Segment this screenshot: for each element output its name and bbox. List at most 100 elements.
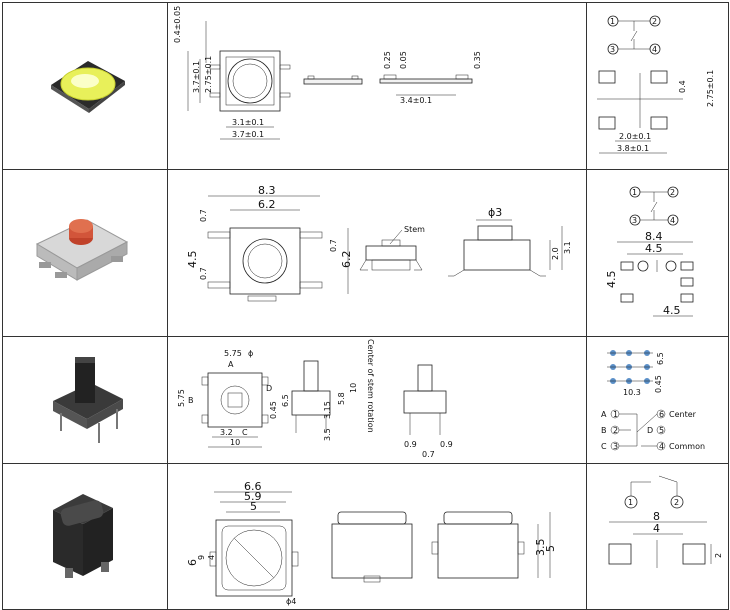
dim-pin-b: 0.9 <box>440 440 453 449</box>
dim-top-width: 5.75 <box>224 349 242 358</box>
dimension-drawing-1: 0.4±0.05 3.7±0.1 2.75±0.1 3.1±0.1 3.7±0.… <box>173 6 482 140</box>
label-c: C <box>242 428 248 437</box>
stem-label: Stem <box>404 225 425 234</box>
circuit-cell: 6.5 10.3 0.45 A B C D 1 2 3 4 5 6 Center… <box>586 336 729 464</box>
pin-c-label: C <box>601 442 607 451</box>
dim-pad-spacing: 4 <box>207 555 216 560</box>
dimension-cell: 6.6 5.9 5 6 9 4 ϕ4 <box>167 463 587 610</box>
spec-row-3: 5.75 ϕ A B D 5.75 6.5 0.45 3.2 C 10 <box>2 336 729 464</box>
terminal-3: 3 <box>632 216 637 225</box>
terminal-2: 2 <box>674 498 679 507</box>
pin-1-label: 1 <box>613 410 618 419</box>
pin-d-label: D <box>647 426 653 435</box>
dim-overall-width: 8.3 <box>258 184 276 197</box>
dim-right-height: 6.5 <box>281 394 290 407</box>
dim-button-width: 5 <box>250 500 257 513</box>
circuit-cell: 1 2 3 4 8.4 4.5 4.5 4.5 <box>586 169 729 337</box>
product-photo-yellow-switch <box>51 61 125 113</box>
footprint-pad-spacing: 4.5 <box>645 242 663 255</box>
dimension-cell: 8.3 6.2 0.7 4.5 0.7 0.7 6.2 Stem <box>167 169 587 337</box>
pin-b-label: B <box>601 426 607 435</box>
dim-side-height: 3.7±0.1 <box>192 61 201 93</box>
photo-cell <box>2 2 168 170</box>
dim-width-outer: 3.7±0.1 <box>232 130 264 139</box>
dim-button-diameter: ϕ4 <box>286 597 296 606</box>
footprint-row-pitch: 6.5 <box>656 352 665 365</box>
center-of-stem-note: Center of stem rotation <box>366 339 375 433</box>
dimension-drawing-4: 6.6 5.9 5 6 9 4 ϕ4 <box>186 480 557 606</box>
pin-6-label: 6 <box>659 410 664 419</box>
dim-pin-a: 0.9 <box>404 440 417 449</box>
spec-row-2: 8.3 6.2 0.7 4.5 0.7 0.7 6.2 Stem <box>2 169 729 337</box>
spec-row-1: 0.4±0.05 3.7±0.1 2.75±0.1 3.1±0.1 3.7±0.… <box>2 2 729 170</box>
footprint-pad-height: 2 <box>714 553 723 558</box>
terminal-3: 3 <box>610 45 615 54</box>
dimension-cell: 5.75 ϕ A B D 5.75 6.5 0.45 3.2 C 10 <box>167 336 587 464</box>
dim-side-height: 3.5 <box>534 539 547 557</box>
circuit-and-footprint-3: 6.5 10.3 0.45 A B C D 1 2 3 4 5 6 Center… <box>601 350 705 451</box>
dim-body-height: 6 <box>186 559 199 566</box>
dim-body-width: 10 <box>230 438 240 447</box>
dim-pin-length: 3.5 <box>323 428 332 441</box>
dim-pad-top: 0.7 <box>199 209 208 222</box>
dimension-drawing-2: 8.3 6.2 0.7 4.5 0.7 0.7 6.2 Stem <box>186 184 572 302</box>
dim-total-height: 10 <box>349 383 358 393</box>
footprint-pin-width: 0.45 <box>654 375 663 393</box>
terminal-2: 2 <box>652 17 657 26</box>
circuit-and-footprint-1: 1 2 3 4 0.4 2.75±0.1 2.0±0.1 3.8±0.1 <box>597 15 715 154</box>
footprint-pad-gap: 0.4 <box>678 80 687 93</box>
pin-3-label: 3 <box>613 442 618 451</box>
dim-thickness-3: 0.35 <box>473 51 482 69</box>
footprint-width-inner: 2.0±0.1 <box>619 132 651 141</box>
dim-stem-height: 5.8 <box>337 392 346 405</box>
dim-pad-spacing: 4.5 <box>186 251 199 269</box>
photo-cell <box>2 336 168 464</box>
footprint-pad-height: 4.5 <box>605 271 618 289</box>
circuit-cell: 1 2 3 4 0.4 2.75±0.1 2.0±0.1 3.8±0.1 <box>586 2 729 170</box>
dim-body-width: 6.2 <box>258 198 276 211</box>
product-photo-red-switch <box>35 219 129 281</box>
dim-pad-right: 0.7 <box>329 239 338 252</box>
footprint-width: 10.3 <box>623 388 641 397</box>
product-photo-stem-switch <box>53 357 123 443</box>
dim-pin-width: 0.45 <box>269 401 278 419</box>
pin-2-label: 2 <box>613 426 618 435</box>
dim-left-height: 5.75 <box>177 389 186 407</box>
dim-body-width: 5.9 <box>244 490 262 503</box>
label-a: A <box>228 360 234 369</box>
footprint-pad-gap: 4 <box>653 522 660 535</box>
footprint-overall-width: 8.4 <box>645 230 663 243</box>
dim-body-height: 6.2 <box>340 251 353 269</box>
terminal-1: 1 <box>632 188 637 197</box>
footprint-height: 2.75±0.1 <box>706 70 715 107</box>
terminal-4: 4 <box>652 45 657 54</box>
dimension-cell: 0.4±0.05 3.7±0.1 2.75±0.1 3.1±0.1 3.7±0.… <box>167 2 587 170</box>
dim-width-inner: 3.1±0.1 <box>232 118 264 127</box>
photo-cell <box>2 169 168 337</box>
dim-body-height-side: 2.0 <box>551 247 560 260</box>
center-label: Center <box>669 410 697 419</box>
photo-cell <box>2 463 168 610</box>
label-b: B <box>188 396 194 405</box>
dim-body-height: 3.15 <box>323 401 332 419</box>
dim-total-height: 3.1 <box>563 241 572 254</box>
dim-pad-bottom: 0.7 <box>199 267 208 280</box>
terminal-4: 4 <box>670 216 675 225</box>
dim-overall-width: 6.6 <box>244 480 262 493</box>
terminal-2: 2 <box>670 188 675 197</box>
dim-total-height: 5 <box>544 545 557 552</box>
circuit-and-footprint-2: 1 2 3 4 8.4 4.5 4.5 4.5 <box>605 186 694 317</box>
dim-pin-pitch: 3.2 <box>220 428 233 437</box>
dimension-drawing-3: 5.75 ϕ A B D 5.75 6.5 0.45 3.2 C 10 <box>177 339 453 459</box>
circuit-cell: 1 2 8 4 2 <box>586 463 729 610</box>
product-photo-square-switch <box>53 494 113 578</box>
spec-row-4: 6.6 5.9 5 6 9 4 ϕ4 <box>2 463 729 610</box>
pin-5-label: 5 <box>659 426 664 435</box>
circuit-and-footprint-4: 1 2 8 4 2 <box>608 475 723 568</box>
dim-thickness-1: 0.25 <box>383 51 392 69</box>
dim-phi: ϕ <box>248 349 253 358</box>
terminal-1: 1 <box>628 498 633 507</box>
footprint-pad-offset: 4.5 <box>663 304 681 317</box>
common-label: Common <box>669 442 705 451</box>
